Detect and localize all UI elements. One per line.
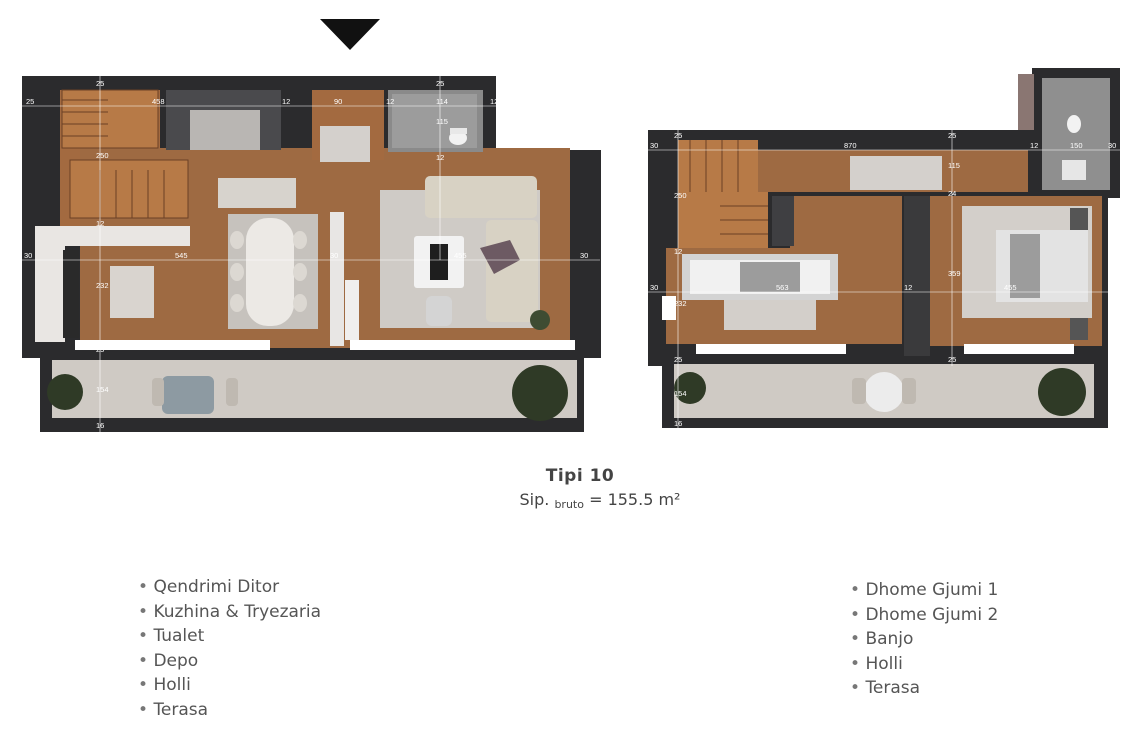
floor-1-room-list: Qendrimi Ditor Kuzhina & Tryezaria Tuale…: [138, 575, 321, 722]
dim-label: 455: [454, 251, 467, 260]
dim-label: 114: [436, 97, 448, 106]
list-item: Kuzhina & Tryezaria: [138, 600, 321, 625]
list-item: Tualet: [138, 624, 321, 649]
list-item: Qendrimi Ditor: [138, 575, 321, 600]
list-item: Depo: [138, 649, 321, 674]
dim-label: 12: [904, 283, 912, 292]
list-item: Banjo: [850, 627, 998, 652]
floor-2-room-list: Dhome Gjumi 1 Dhome Gjumi 2 Banjo Holli …: [850, 578, 998, 701]
dim-label: 250: [96, 151, 109, 160]
dim-label: 154: [674, 389, 687, 398]
list-item: Holli: [850, 652, 998, 677]
dim-label: 30: [330, 251, 338, 260]
dim-label: 25: [948, 355, 956, 364]
dim-label: 25: [674, 131, 682, 140]
dim-label: 545: [175, 251, 188, 260]
dim-label: 563: [776, 283, 789, 292]
dim-label: 25: [96, 79, 104, 88]
entrance-arrow-icon: [320, 19, 380, 50]
dim-label: 12: [1030, 141, 1038, 150]
dim-label: 30: [1108, 141, 1116, 150]
floor-1-plan: 25 458 12 90 12 114 12 25 25 250 12 232 …: [22, 76, 601, 432]
dim-label: 455: [1004, 283, 1017, 292]
floor-2-plan: 30 870 12 150 30 25 250 12 232 25 154 16…: [648, 68, 1120, 428]
dim-label: 30: [650, 283, 658, 292]
dim-label: 115: [436, 117, 448, 126]
dim-label: 25: [26, 97, 34, 106]
list-item: Terasa: [850, 676, 998, 701]
dim-label: 90: [334, 97, 342, 106]
plan-title: Tipi 10: [545, 466, 615, 486]
area-prefix: Sip.: [519, 490, 550, 509]
dim-label: 30: [1108, 283, 1116, 292]
dim-label: 12: [96, 219, 104, 228]
dim-label: 154: [96, 385, 109, 394]
dim-label: 870: [844, 141, 857, 150]
dim-label: 16: [96, 421, 104, 430]
dim-label: 250: [674, 191, 687, 200]
dim-label: 458: [152, 97, 165, 106]
area-summary: Sip. bruto = 155.5 m²: [470, 490, 730, 511]
floor-plans: 25 458 12 90 12 114 12 25 25 250 12 232 …: [22, 19, 1120, 432]
dim-label: 232: [674, 299, 687, 308]
dim-label: 150: [1070, 141, 1083, 150]
dim-label: 24: [948, 189, 956, 198]
list-item: Terasa: [138, 698, 321, 723]
dim-label: 25: [436, 79, 444, 88]
dim-label: 115: [948, 161, 960, 170]
list-item: Holli: [138, 673, 321, 698]
dim-label: 12: [386, 97, 394, 106]
dim-label: 359: [948, 269, 961, 278]
dim-label: 25: [674, 355, 682, 364]
dim-label: 12: [282, 97, 290, 106]
dim-label: 30: [580, 251, 588, 260]
dim-label: 30: [650, 141, 658, 150]
dim-label: 25: [96, 345, 104, 354]
dim-label: 30: [24, 251, 32, 260]
dim-label: 232: [96, 281, 109, 290]
area-value: = 155.5 m²: [589, 490, 681, 509]
dim-label: 25: [948, 131, 956, 140]
area-subscript: bruto: [554, 498, 584, 511]
dim-label: 12: [490, 97, 498, 106]
dim-label: 16: [674, 419, 682, 428]
dim-label: 12: [436, 153, 444, 162]
list-item: Dhome Gjumi 2: [850, 603, 998, 628]
dim-label: 12: [674, 247, 682, 256]
list-item: Dhome Gjumi 1: [850, 578, 998, 603]
